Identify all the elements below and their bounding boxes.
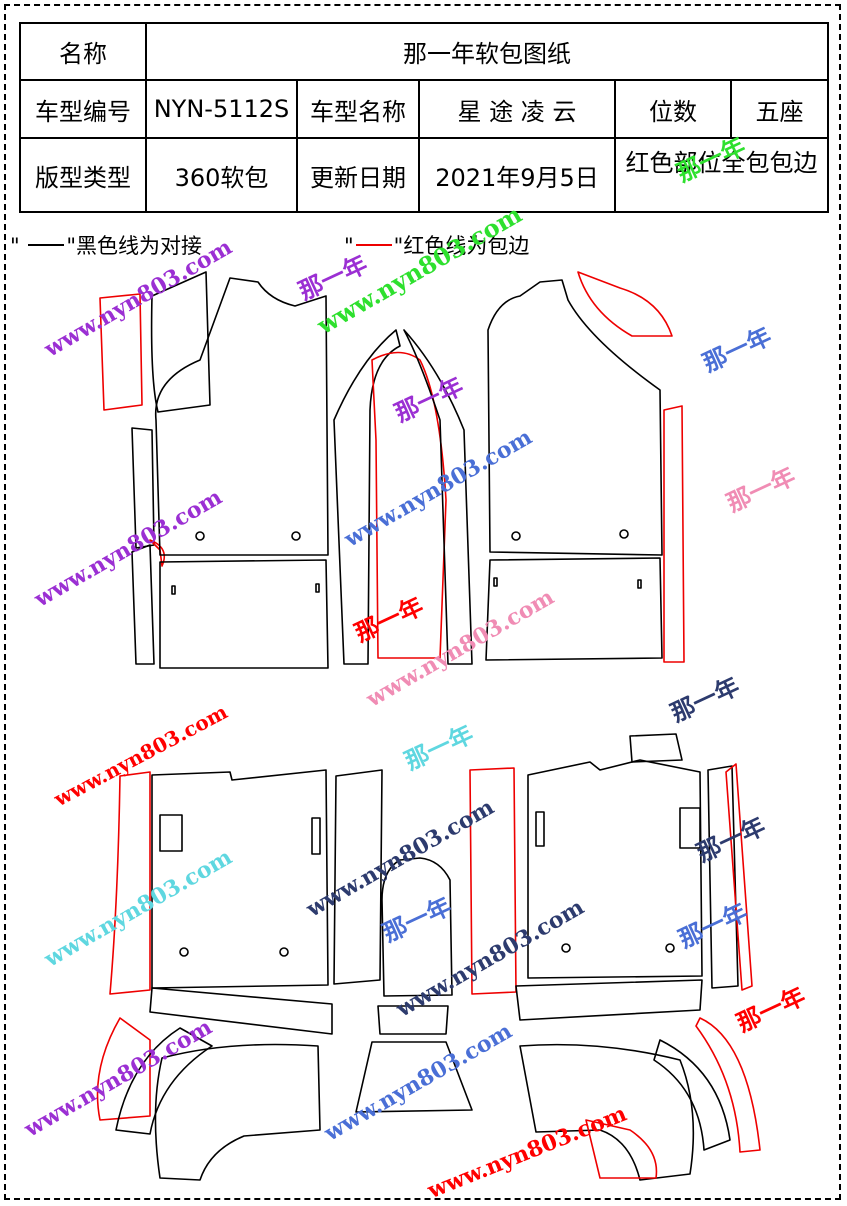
model-name-value: 星 途 凌 云 (418, 79, 616, 139)
piece-center-front (377, 1005, 449, 1035)
piece-center-bottom (355, 1041, 473, 1113)
legend-red: " "红色线为包边 (344, 230, 529, 260)
snap-hole (619, 529, 629, 539)
piece-bottom-left-wheel (154, 1043, 321, 1181)
slot (535, 811, 545, 847)
spec-table: 名称 那一年软包图纸 车型编号 NYN-5112S 车型名称 星 途 凌 云 位… (19, 22, 829, 213)
snap-hole (291, 531, 301, 541)
seats-value: 五座 (730, 79, 829, 139)
seats-label: 位数 (614, 79, 732, 139)
piece-rear-back-left (154, 277, 329, 556)
piece-bottom-left-1 (149, 987, 333, 1035)
piece-left-top-strip-2 (150, 271, 211, 413)
name-value: 那一年软包图纸 (145, 22, 829, 81)
legend-red-open: " (344, 234, 354, 258)
piece-middle-black-pillar (403, 329, 473, 665)
slot (493, 577, 498, 587)
piece-rear-cushion-left (159, 559, 329, 669)
piece-bottom-right-wheel (519, 1043, 695, 1181)
legend-black-text: "黑色线为对接 (66, 234, 203, 258)
piece-left-top-strip (99, 293, 143, 411)
slot (679, 807, 701, 849)
red-note: 红色部位全包包边 (614, 137, 829, 213)
legend-black-open: " (10, 234, 20, 258)
piece-front-right-side (707, 765, 739, 989)
piece-right-top-red (577, 271, 673, 337)
piece-bottom-right-edge (695, 1017, 761, 1153)
name-label: 名称 (19, 22, 147, 81)
legend-black: " "黑色线为对接 (10, 230, 202, 260)
snap-hole (179, 947, 189, 957)
piece-rear-cushion-right (485, 557, 663, 661)
slot (171, 585, 176, 595)
piece-center-console (381, 857, 453, 997)
piece-bottom-left-curve (115, 1027, 213, 1135)
model-no-value: NYN-5112S (145, 79, 298, 139)
piece-front-left-side (333, 769, 383, 985)
red-line-swatch (355, 244, 392, 246)
piece-bottom-right-curve (653, 1039, 731, 1151)
piece-left-curve (149, 539, 166, 567)
model-no-label: 车型编号 (19, 79, 147, 139)
type-label: 版型类型 (19, 137, 147, 213)
snap-hole (665, 943, 675, 953)
page-border (4, 4, 841, 1200)
snap-hole (561, 943, 571, 953)
snap-hole (195, 531, 205, 541)
slot (311, 817, 321, 855)
piece-left-low-strip (131, 544, 155, 665)
piece-middle-red-pillar (371, 351, 447, 659)
date-label: 更新日期 (296, 137, 420, 213)
slot (159, 814, 183, 852)
piece-right-red-edge (725, 763, 753, 991)
type-value: 360软包 (145, 137, 298, 213)
piece-bottom-right-red (585, 1119, 658, 1179)
model-name-label: 车型名称 (296, 79, 420, 139)
legend-red-text: "红色线为包边 (393, 234, 530, 258)
piece-rear-back-right (487, 279, 663, 556)
lower-patterns (96, 733, 761, 1181)
date-value: 2021年9月5日 (418, 137, 616, 213)
piece-front-right-back (527, 759, 703, 979)
slot (315, 583, 320, 593)
black-line-swatch (28, 244, 65, 246)
snap-hole (511, 531, 521, 541)
snap-hole (279, 947, 289, 957)
piece-bottom-left-arch (96, 1017, 151, 1121)
slot (637, 579, 642, 589)
piece-middle-b-pillar (333, 329, 401, 665)
upper-patterns (99, 271, 685, 669)
piece-front-left-strip (109, 771, 151, 995)
piece-right-red-strip (663, 405, 685, 663)
piece-headrest-top (629, 733, 683, 763)
piece-bottom-right-1 (515, 979, 703, 1021)
